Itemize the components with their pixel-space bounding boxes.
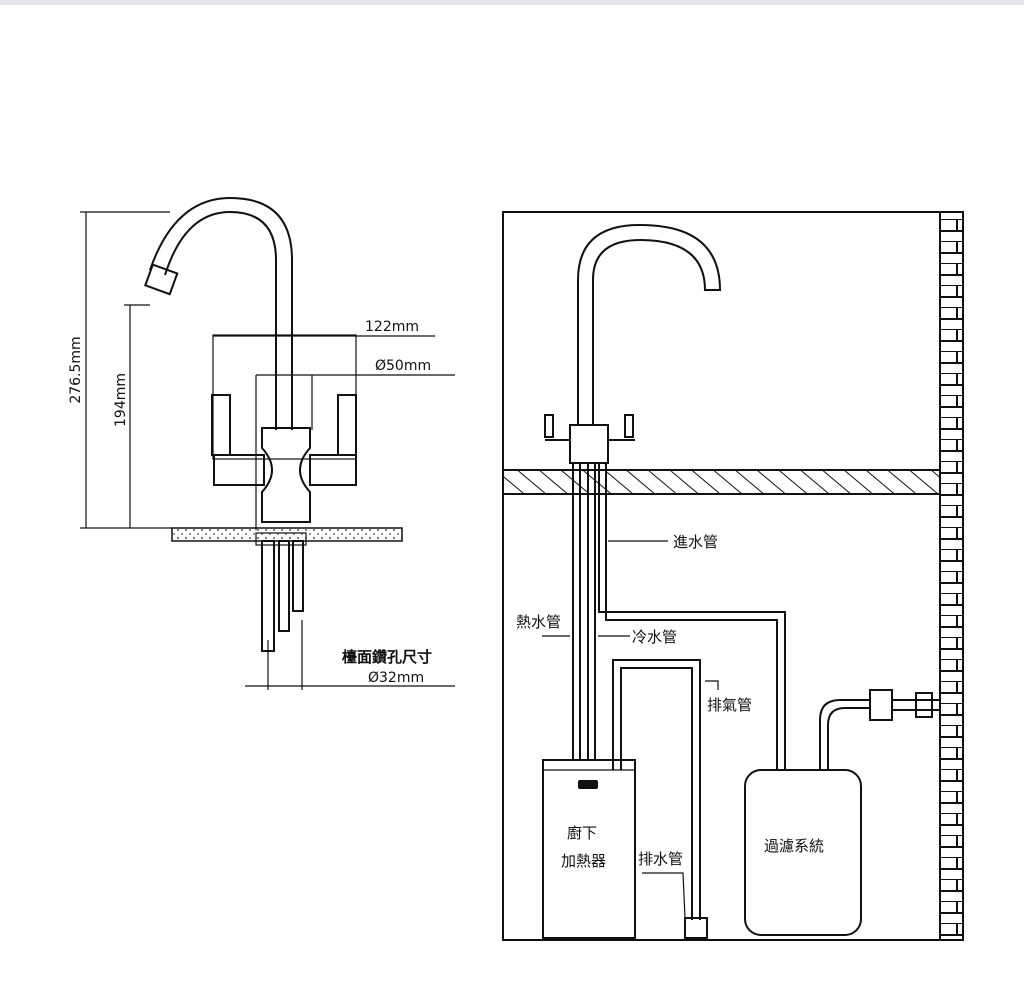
heater-label-line1: 廚下: [567, 824, 597, 842]
heater-label-line2: 加熱器: [561, 852, 606, 870]
cold-pipe-label: 冷水管: [632, 628, 677, 646]
handle-span-label: 122mm: [365, 319, 419, 335]
countertop: [502, 469, 941, 495]
hole-size-title: 檯面鑽孔尺寸: [341, 648, 432, 666]
drain-pipe-label: 排水管: [638, 850, 683, 868]
filter-system-label: 過濾系統: [764, 837, 824, 855]
spout-height-label: 194mm: [113, 373, 129, 427]
faucet-side-view: [80, 196, 455, 690]
installation-view: [502, 211, 964, 941]
base-diameter-label: Ø50mm: [375, 358, 431, 374]
hole-diameter-label: Ø32mm: [368, 670, 424, 686]
vent-pipe-label: 排氣管: [707, 696, 752, 714]
total-height-label: 276.5mm: [68, 336, 84, 403]
pipes: [572, 463, 940, 920]
under-sink-heater: [542, 759, 636, 939]
supply-hoses: [255, 532, 307, 652]
brick-wall: [939, 211, 964, 941]
inlet-pipe-label: 進水管: [673, 533, 718, 551]
hot-pipe-label: 熱水管: [516, 613, 561, 631]
filter-system-unit: [744, 769, 862, 936]
top-bar: [0, 0, 1024, 5]
